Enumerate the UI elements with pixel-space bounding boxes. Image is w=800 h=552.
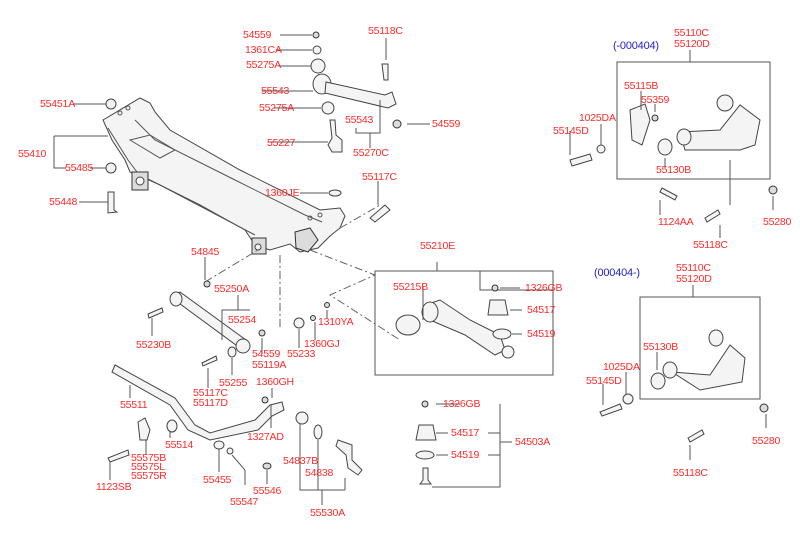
variant-label-after: (000404-) [594, 267, 640, 279]
label-54559[interactable]: 54559 [243, 29, 272, 41]
washer-55485 [105, 162, 117, 174]
ball-joint-drawing [415, 400, 512, 488]
label-55280[interactable]: 55280 [763, 216, 792, 228]
label-55485[interactable]: 55485 [65, 162, 94, 174]
label-55120D[interactable]: 55120D [674, 38, 710, 50]
label-1326GB[interactable]: 1326GB [443, 398, 481, 410]
label-54503A[interactable]: 54503A [515, 436, 551, 448]
label-55410[interactable]: 55410 [18, 148, 47, 160]
label-55543[interactable]: 55543 [345, 114, 374, 126]
label-1310YA[interactable]: 1310YA [318, 316, 354, 328]
upper-arm-drawing-after [599, 285, 769, 443]
label-55451A[interactable]: 55451A [40, 98, 76, 110]
label-55280[interactable]: 55280 [752, 435, 781, 447]
label-55110C[interactable]: 55110C [676, 262, 711, 274]
label-55145D[interactable]: 55145D [553, 125, 589, 137]
label-1360JE[interactable]: 1360JE [265, 187, 300, 199]
upper-arm-group-box-before [616, 61, 771, 180]
label-55511[interactable]: 55511 [120, 399, 148, 411]
lateral-arm-drawing [147, 280, 330, 367]
stabilizer-bar-drawing [107, 364, 363, 476]
label-55233[interactable]: 55233 [287, 348, 316, 360]
label-55250A[interactable]: 55250A [214, 283, 250, 295]
label-55227[interactable]: 55227 [267, 137, 296, 149]
label-55254[interactable]: 55254 [228, 314, 257, 326]
label-55575L[interactable]: 55575L [131, 461, 165, 473]
label-54559[interactable]: 54559 [432, 118, 461, 130]
label-55130B[interactable]: 55130B [656, 164, 692, 176]
variant-label-before: (-000404) [613, 40, 659, 52]
label-1326GB[interactable]: 1326GB [525, 282, 563, 294]
label-55455[interactable]: 55455 [203, 474, 232, 486]
label-55546[interactable]: 55546 [253, 485, 282, 497]
label-1124AA[interactable]: 1124AA [658, 216, 694, 228]
label-55118C[interactable]: 55118C [368, 25, 403, 37]
label-55118C[interactable]: 55118C [673, 467, 708, 479]
label-55543[interactable]: 55543 [261, 85, 290, 97]
label-1025DA[interactable]: 1025DA [603, 361, 640, 373]
bolt-55448 [107, 191, 119, 214]
label-55270C[interactable]: 55270C [353, 147, 389, 159]
lower-arm-drawing [395, 262, 553, 359]
label-55145D[interactable]: 55145D [586, 375, 622, 387]
label-55120D[interactable]: 55120D [676, 273, 712, 285]
label-55119A[interactable]: 55119A [252, 359, 287, 371]
label-55117C[interactable]: 55117C [193, 387, 228, 399]
label-55130B[interactable]: 55130B [643, 341, 679, 353]
washer-1360JE [328, 189, 342, 197]
label-55255[interactable]: 55255 [219, 377, 248, 389]
label-54845[interactable]: 54845 [191, 246, 220, 258]
label-55118C[interactable]: 55118C [693, 239, 728, 251]
washer-55451A [105, 98, 117, 110]
label-54837B[interactable]: 54837B [283, 455, 319, 467]
upper-arm-drawing-before [569, 50, 778, 223]
label-55448[interactable]: 55448 [49, 196, 78, 208]
label-55117C[interactable]: 55117C [362, 171, 397, 183]
crossmember-drawing [102, 97, 346, 255]
label-1360GJ[interactable]: 1360GJ [304, 338, 340, 350]
label-55575B[interactable]: 55575B [131, 452, 167, 464]
label-55547[interactable]: 55547 [230, 496, 259, 508]
label-54519[interactable]: 54519 [451, 449, 480, 461]
label-1360GH[interactable]: 1360GH [256, 376, 294, 388]
label-55275A[interactable]: 55275A [259, 102, 295, 114]
label-1327AD[interactable]: 1327AD [247, 431, 284, 443]
bolt-55117C [369, 204, 391, 223]
label-55230B[interactable]: 55230B [136, 339, 172, 351]
label-55575R[interactable]: 55575R [131, 470, 167, 482]
label-1025DA[interactable]: 1025DA [579, 112, 616, 124]
leader-lines [53, 34, 774, 505]
label-55530A[interactable]: 55530A [310, 507, 346, 519]
upper-arm-group-box-after [639, 296, 761, 400]
label-55275A[interactable]: 55275A [246, 59, 282, 71]
label-54517[interactable]: 54517 [527, 304, 556, 316]
label-54517[interactable]: 54517 [451, 427, 480, 439]
label-55210E[interactable]: 55210E [420, 240, 456, 252]
label-55514[interactable]: 55514 [165, 439, 194, 451]
lower-arm-group-box [374, 270, 554, 376]
label-55117D[interactable]: 55117D [193, 397, 228, 409]
label-1123SB[interactable]: 1123SB [96, 481, 132, 493]
label-55115B[interactable]: 55115B [624, 80, 659, 92]
label-55215B[interactable]: 55215B [393, 281, 429, 293]
label-54519[interactable]: 54519 [527, 328, 556, 340]
label-55359[interactable]: 55359 [641, 94, 670, 106]
label-55110C[interactable]: 55110C [674, 27, 709, 39]
label-54838[interactable]: 54838 [305, 467, 334, 479]
label-1361CA[interactable]: 1361CA [245, 44, 282, 56]
trailing-arm-assembly-drawing [310, 31, 402, 153]
label-54559[interactable]: 54559 [252, 348, 281, 360]
